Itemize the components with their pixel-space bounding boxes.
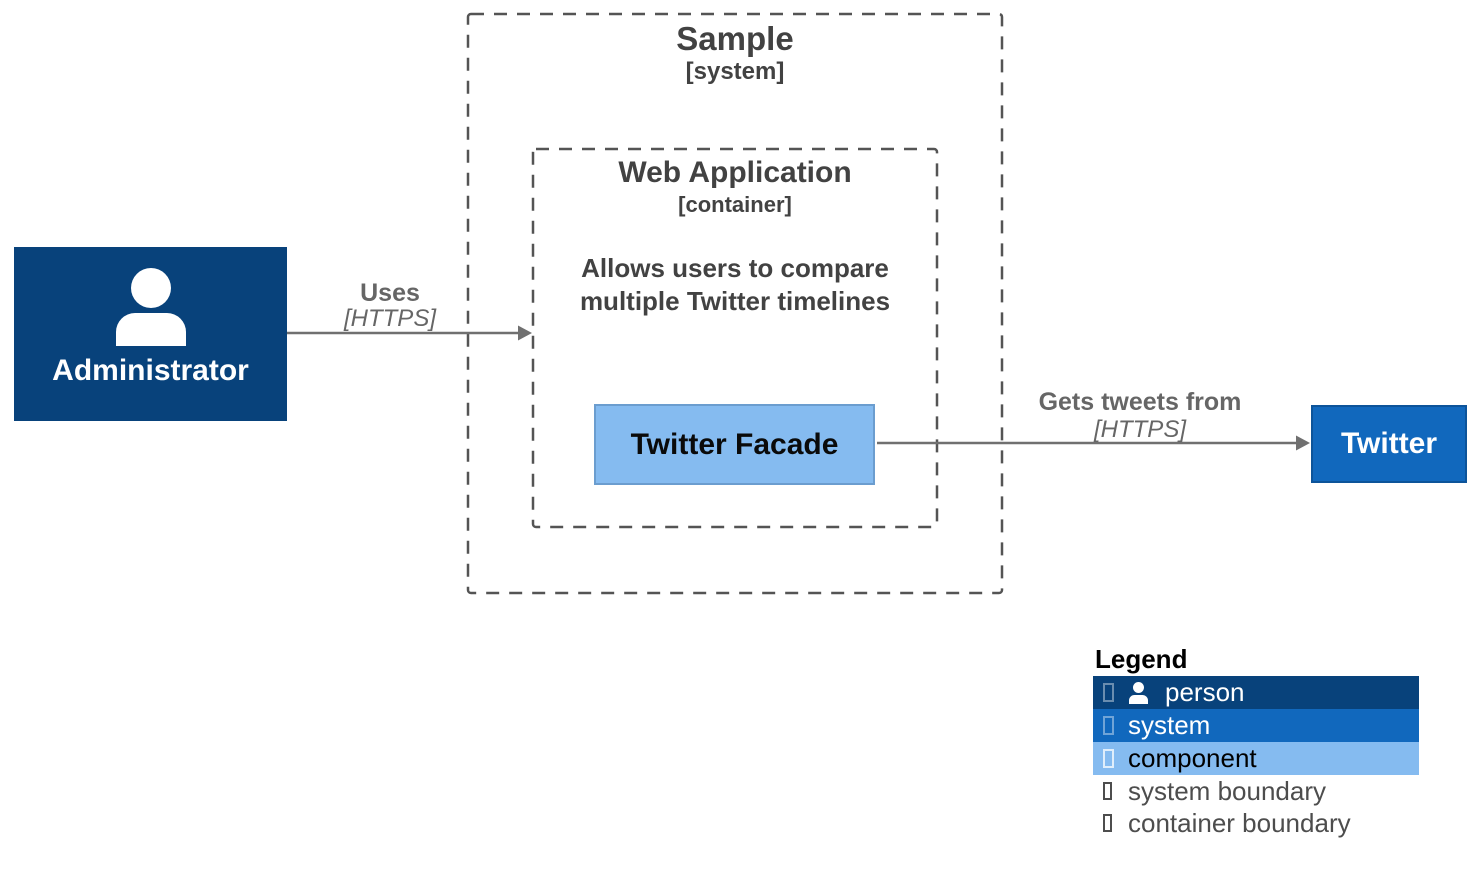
legend-item-label: component [1128, 743, 1257, 773]
legend-item-system-boundary: system boundary [1093, 775, 1419, 807]
legend-item-container-boundary: container boundary [1093, 807, 1419, 839]
legend-item-label: container boundary [1128, 807, 1351, 838]
missing-glyph-box-icon [1103, 716, 1114, 735]
gets-tweets-relationship-arrowhead-icon [1296, 435, 1310, 451]
gets-tweets-relationship-technology: [HTTPS] [1093, 416, 1186, 443]
legend-item-component: component [1093, 742, 1419, 775]
gets-tweets-relationship-label: Gets tweets from [1038, 388, 1242, 416]
system-boundary-subtitle: [system] [685, 58, 785, 85]
person-node-administrator[interactable]: Administrator [14, 247, 287, 421]
person-node-label: Administrator [52, 354, 249, 387]
component-node-label: Twitter Facade [630, 427, 839, 461]
component-node-twitter-facade[interactable]: Twitter Facade [594, 404, 875, 485]
missing-glyph-box-icon [1103, 683, 1114, 702]
description-line-2: multiple Twitter timelines [579, 286, 891, 316]
legend-item-label: system [1128, 710, 1211, 740]
container-boundary-description: Allows users to compare multiple Twitter… [522, 252, 948, 318]
container-boundary-title: Web Application [618, 156, 852, 189]
missing-glyph-box-icon [1103, 814, 1112, 832]
legend-item-system: system [1093, 709, 1419, 742]
legend-item-label: person [1165, 677, 1245, 707]
legend-title: Legend [1095, 644, 1188, 674]
system-node-label: Twitter [1340, 427, 1438, 460]
description-line-1: Allows users to compare [581, 253, 889, 283]
missing-glyph-box-icon [1103, 749, 1114, 768]
uses-relationship-label: Uses [360, 279, 420, 307]
system-node-twitter[interactable]: Twitter [1311, 405, 1467, 483]
legend-item-person: person [1093, 676, 1419, 709]
person-icon [110, 268, 192, 346]
person-icon [1128, 681, 1149, 704]
uses-relationship-arrowhead-icon [518, 325, 532, 341]
system-boundary-title: Sample [676, 20, 794, 57]
uses-relationship-technology: [HTTPS] [343, 305, 436, 332]
missing-glyph-box-icon [1103, 782, 1112, 800]
legend: person system component system boundary … [1093, 676, 1419, 839]
legend-item-label: system boundary [1128, 775, 1326, 806]
container-boundary-subtitle: [container] [678, 192, 792, 217]
